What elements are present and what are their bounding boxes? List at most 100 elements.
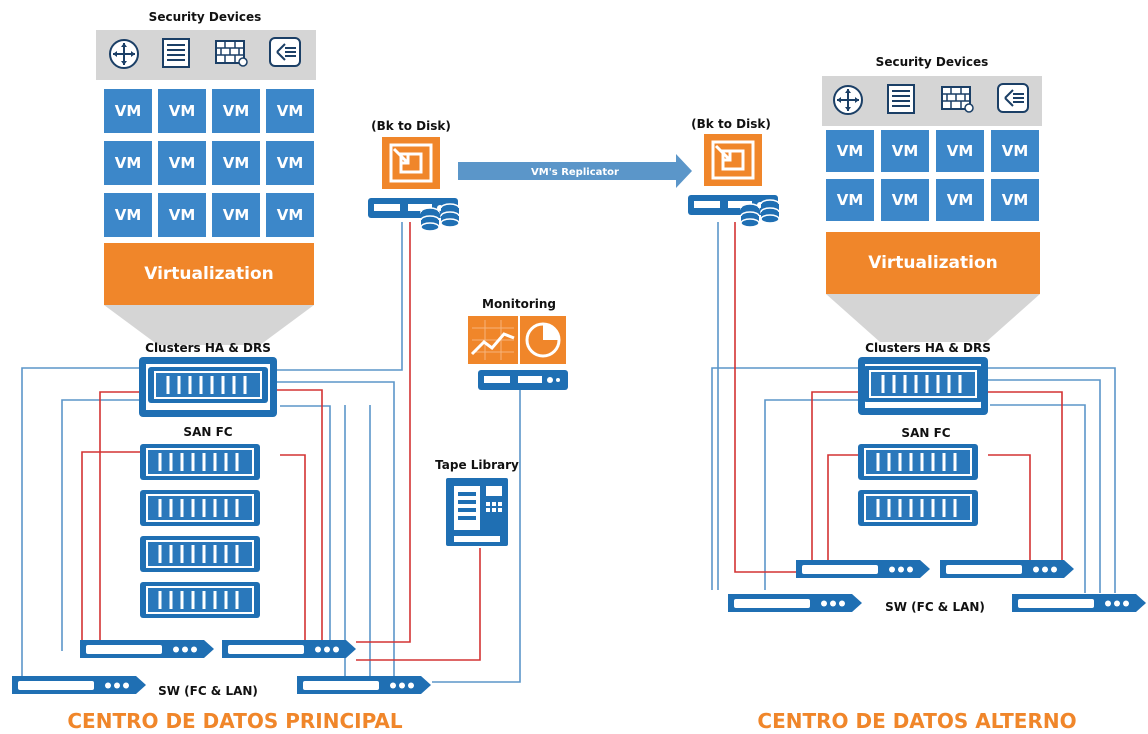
security-devices-title: Security Devices — [149, 10, 262, 24]
tape-label: Tape Library — [435, 458, 519, 472]
vm-label: VM — [223, 102, 250, 120]
san-label: SAN FC — [183, 425, 232, 439]
san-storage-stack — [856, 442, 980, 528]
virtualization-block — [104, 243, 314, 305]
vm-tile: VM — [936, 179, 984, 221]
vm-label: VM — [1002, 142, 1029, 160]
security-devices-panel — [822, 76, 1042, 126]
vm-tile: VM — [266, 193, 314, 237]
vm-tile: VM — [826, 130, 874, 172]
switch — [1012, 594, 1146, 612]
load-balancer-icon — [269, 37, 301, 67]
vm-label: VM — [115, 102, 142, 120]
tape-library-icon — [446, 478, 508, 546]
vm-tile: VM — [212, 141, 260, 185]
vm-tile: VM — [104, 141, 152, 185]
vm-label: VM — [947, 191, 974, 209]
vm-label: VM — [837, 142, 864, 160]
vm-label: VM — [837, 191, 864, 209]
firewall-icon — [215, 40, 248, 67]
switch — [12, 676, 146, 694]
alterno-site: Security Devices VM VM VM VM VM VM VM VM — [688, 55, 1146, 733]
vm-tile: VM — [936, 130, 984, 172]
backup-label: (Bk to Disk) — [691, 117, 771, 131]
security-devices-title: Security Devices — [876, 55, 989, 69]
vm-label: VM — [277, 206, 304, 224]
vm-label: VM — [169, 102, 196, 120]
site-title: CENTRO DE DATOS PRINCIPAL — [67, 709, 403, 733]
vm-label: VM — [892, 191, 919, 209]
vm-tile: VM — [266, 141, 314, 185]
backup-disk-icon — [702, 132, 764, 188]
database-icon — [440, 203, 460, 228]
vm-label: VM — [169, 206, 196, 224]
monitoring-server — [478, 370, 568, 390]
cluster-server — [858, 357, 988, 415]
cluster-server — [139, 357, 277, 417]
server-list-icon — [162, 38, 190, 68]
switch — [80, 640, 214, 658]
monitoring-icon — [468, 316, 566, 364]
san-storage-stack — [138, 442, 262, 620]
switch — [796, 560, 930, 578]
router-icon — [833, 85, 863, 115]
switch — [728, 594, 862, 612]
vm-label: VM — [115, 154, 142, 172]
backup-label: (Bk to Disk) — [371, 119, 451, 133]
firewall-icon — [941, 86, 974, 113]
vm-label: VM — [223, 206, 250, 224]
switch-label: SW (FC & LAN) — [158, 684, 258, 698]
database-icon — [760, 199, 780, 224]
switch — [222, 640, 356, 658]
vm-tile: VM — [212, 89, 260, 133]
virtualization-funnel — [104, 305, 314, 345]
vm-label: VM — [947, 142, 974, 160]
site-title: CENTRO DE DATOS ALTERNO — [757, 709, 1076, 733]
virtualization-label: Virtualization — [868, 253, 998, 273]
security-devices-panel — [96, 30, 316, 80]
vm-tile: VM — [266, 89, 314, 133]
vm-label: VM — [892, 142, 919, 160]
principal-links — [21, 222, 521, 683]
vm-tile: VM — [104, 89, 152, 133]
vm-tile: VM — [158, 89, 206, 133]
vm-label: VM — [1002, 191, 1029, 209]
principal-site: Security Devices VM VM VM VM VM VM VM VM — [12, 10, 568, 733]
vm-label: VM — [277, 102, 304, 120]
clusters-label: Clusters HA & DRS — [145, 341, 271, 355]
san-label: SAN FC — [901, 426, 950, 440]
database-icon — [420, 207, 440, 232]
backup-disk-icon — [380, 135, 442, 191]
vm-tile: VM — [104, 193, 152, 237]
vm-tile: VM — [212, 193, 260, 237]
vm-tile: VM — [158, 141, 206, 185]
vm-label: VM — [223, 154, 250, 172]
vm-label: VM — [115, 206, 142, 224]
vm-tile: VM — [991, 179, 1039, 221]
vm-grid: VM VM VM VM VM VM VM VM VM VM VM VM — [104, 89, 314, 237]
database-icon — [740, 203, 760, 228]
virtualization-label: Virtualization — [144, 264, 274, 284]
load-balancer-icon — [997, 83, 1029, 113]
alterno-links — [711, 222, 1116, 593]
server-list-icon — [887, 84, 915, 114]
vm-tile: VM — [158, 193, 206, 237]
replicator-arrow: VM's Replicator — [458, 154, 692, 188]
switch-label: SW (FC & LAN) — [885, 600, 985, 614]
vm-label: VM — [169, 154, 196, 172]
replicator-label: VM's Replicator — [531, 167, 619, 178]
clusters-label: Clusters HA & DRS — [865, 341, 991, 355]
vm-tile: VM — [991, 130, 1039, 172]
virtualization-block — [826, 232, 1040, 294]
router-icon — [109, 39, 139, 69]
vm-tile: VM — [826, 179, 874, 221]
vm-label: VM — [277, 154, 304, 172]
vm-tile: VM — [881, 179, 929, 221]
vm-tile: VM — [881, 130, 929, 172]
switch — [297, 676, 431, 694]
switch — [940, 560, 1074, 578]
virtualization-funnel — [826, 294, 1040, 342]
monitoring-label: Monitoring — [482, 297, 556, 311]
vm-grid: VM VM VM VM VM VM VM VM — [826, 130, 1039, 221]
